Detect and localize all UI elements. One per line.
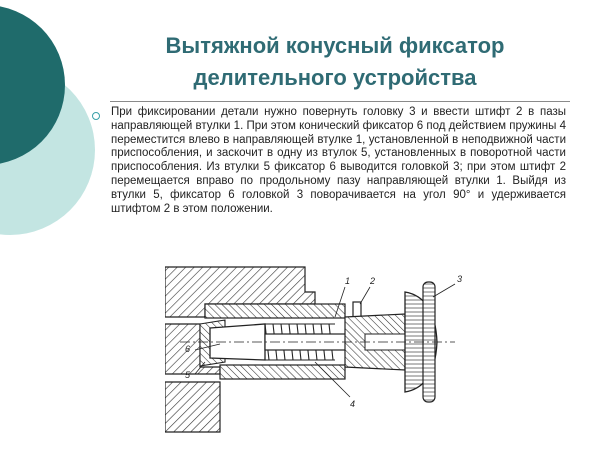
label-3: 3: [457, 274, 462, 284]
label-5: 5: [185, 370, 191, 380]
fixator-technical-drawing: 1 2 3 6 5 4: [165, 266, 462, 433]
label-1: 1: [345, 276, 350, 286]
decorative-circles: [0, 6, 95, 235]
bullet-circle-icon: [92, 112, 100, 120]
guide-bushing-bottom: [219, 364, 346, 380]
rotating-part-lower: [165, 381, 221, 433]
label-2: 2: [369, 276, 375, 286]
decor-circle-dark: [0, 6, 65, 164]
label-4: 4: [350, 399, 355, 409]
guide-bushing-top: [204, 303, 346, 319]
label-6: 6: [185, 344, 190, 354]
title-divider: [110, 101, 570, 102]
body-paragraph: При фиксировании детали нужно повернуть …: [111, 106, 566, 215]
slide-title: Вытяжной конусный фиксатор делительного …: [165, 33, 505, 90]
